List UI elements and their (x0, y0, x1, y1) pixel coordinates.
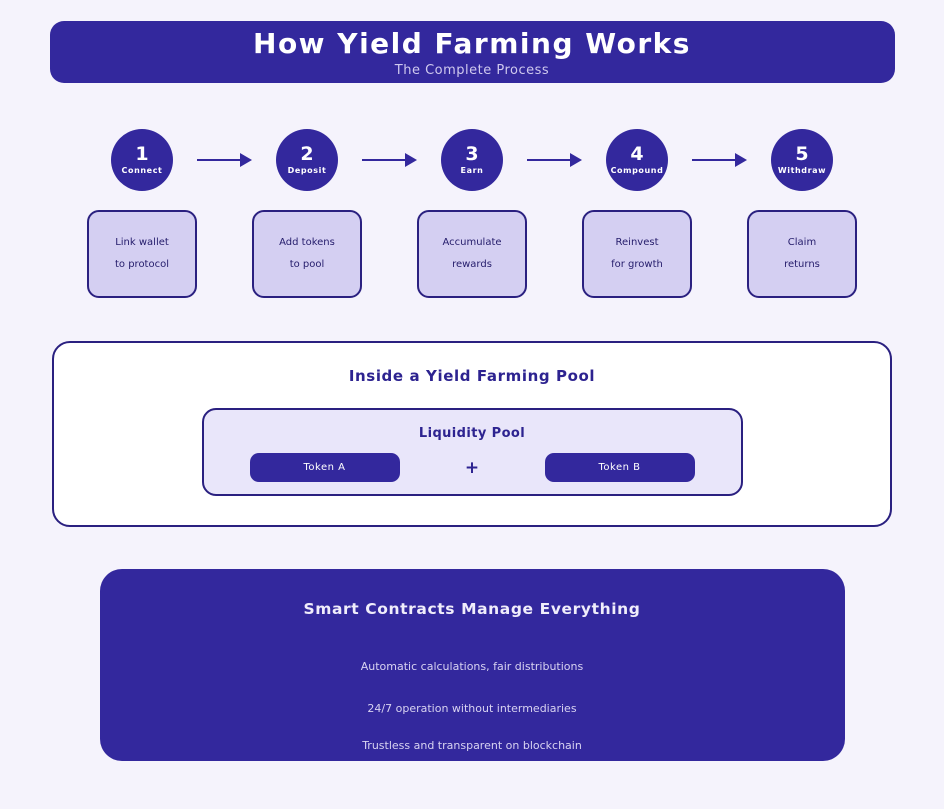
step-circle-3: 3 Earn (441, 129, 503, 191)
step-desc-line: Link wallet (115, 237, 169, 248)
step-circle-5: 5 Withdraw (771, 129, 833, 191)
process-steps: 1 Connect Link wallet to protocol 2 Depo… (0, 129, 944, 298)
step-deposit: 2 Deposit Add tokens to pool (252, 129, 362, 298)
step-number: 2 (300, 143, 314, 165)
step-description-box: Add tokens to pool (252, 210, 362, 298)
token-pair-row: Token A + Token B (204, 453, 741, 482)
step-desc-line: returns (784, 259, 820, 270)
pool-section: Inside a Yield Farming Pool Liquidity Po… (52, 341, 892, 527)
page-title: How Yield Farming Works (253, 26, 691, 60)
step-desc-line: Reinvest (615, 237, 659, 248)
token-a-pill: Token A (249, 453, 400, 482)
step-number: 5 (795, 143, 809, 165)
smart-contracts-line: Trustless and transparent on blockchain (362, 739, 582, 752)
step-circle-4: 4 Compound (606, 129, 668, 191)
step-label: Compound (610, 166, 664, 175)
arrow-right-icon (362, 153, 417, 167)
liquidity-pool-title: Liquidity Pool (418, 426, 526, 441)
step-description-box: Link wallet to protocol (87, 210, 197, 298)
token-b-pill: Token B (544, 453, 695, 482)
arrow-line (527, 159, 570, 161)
arrow-head (735, 153, 747, 167)
step-label: Connect (121, 166, 163, 175)
smart-contracts-section: Smart Contracts Manage Everything Automa… (99, 569, 845, 761)
arrow-head (240, 153, 252, 167)
step-number: 4 (630, 143, 644, 165)
step-withdraw: 5 Withdraw Claim returns (747, 129, 857, 298)
step-desc-line: Claim (787, 237, 817, 248)
step-desc-line: to pool (289, 259, 325, 270)
arrow-line (197, 159, 240, 161)
arrow-head (405, 153, 417, 167)
step-connect: 1 Connect Link wallet to protocol (87, 129, 197, 298)
step-desc-line: for growth (611, 259, 663, 270)
step-number: 1 (135, 143, 149, 165)
arrow-right-icon (527, 153, 582, 167)
step-desc-line: Add tokens (279, 237, 335, 248)
arrow-head (570, 153, 582, 167)
step-compound: 4 Compound Reinvest for growth (582, 129, 692, 298)
arrow-line (692, 159, 735, 161)
step-circle-1: 1 Connect (111, 129, 173, 191)
pool-section-title: Inside a Yield Farming Pool (348, 367, 596, 385)
step-circle-2: 2 Deposit (276, 129, 338, 191)
page-subtitle: The Complete Process (394, 62, 550, 78)
header-banner: How Yield Farming Works The Complete Pro… (49, 21, 895, 83)
step-description-box: Claim returns (747, 210, 857, 298)
smart-contracts-line: Automatic calculations, fair distributio… (360, 660, 584, 673)
step-earn: 3 Earn Accumulate rewards (417, 129, 527, 298)
step-label: Earn (460, 166, 484, 175)
step-number: 3 (465, 143, 479, 165)
step-desc-line: rewards (452, 259, 492, 270)
smart-contracts-title: Smart Contracts Manage Everything (303, 600, 641, 618)
liquidity-pool-box: Liquidity Pool Token A + Token B (201, 408, 743, 496)
step-label: Deposit (287, 166, 327, 175)
plus-icon: + (464, 457, 480, 478)
arrow-line (362, 159, 405, 161)
step-desc-line: Accumulate (442, 237, 502, 248)
smart-contracts-line: 24/7 operation without intermediaries (367, 702, 577, 715)
arrow-right-icon (197, 153, 252, 167)
step-label: Withdraw (777, 166, 827, 175)
step-description-box: Accumulate rewards (417, 210, 527, 298)
step-desc-line: to protocol (114, 259, 169, 270)
arrow-right-icon (692, 153, 747, 167)
step-description-box: Reinvest for growth (582, 210, 692, 298)
